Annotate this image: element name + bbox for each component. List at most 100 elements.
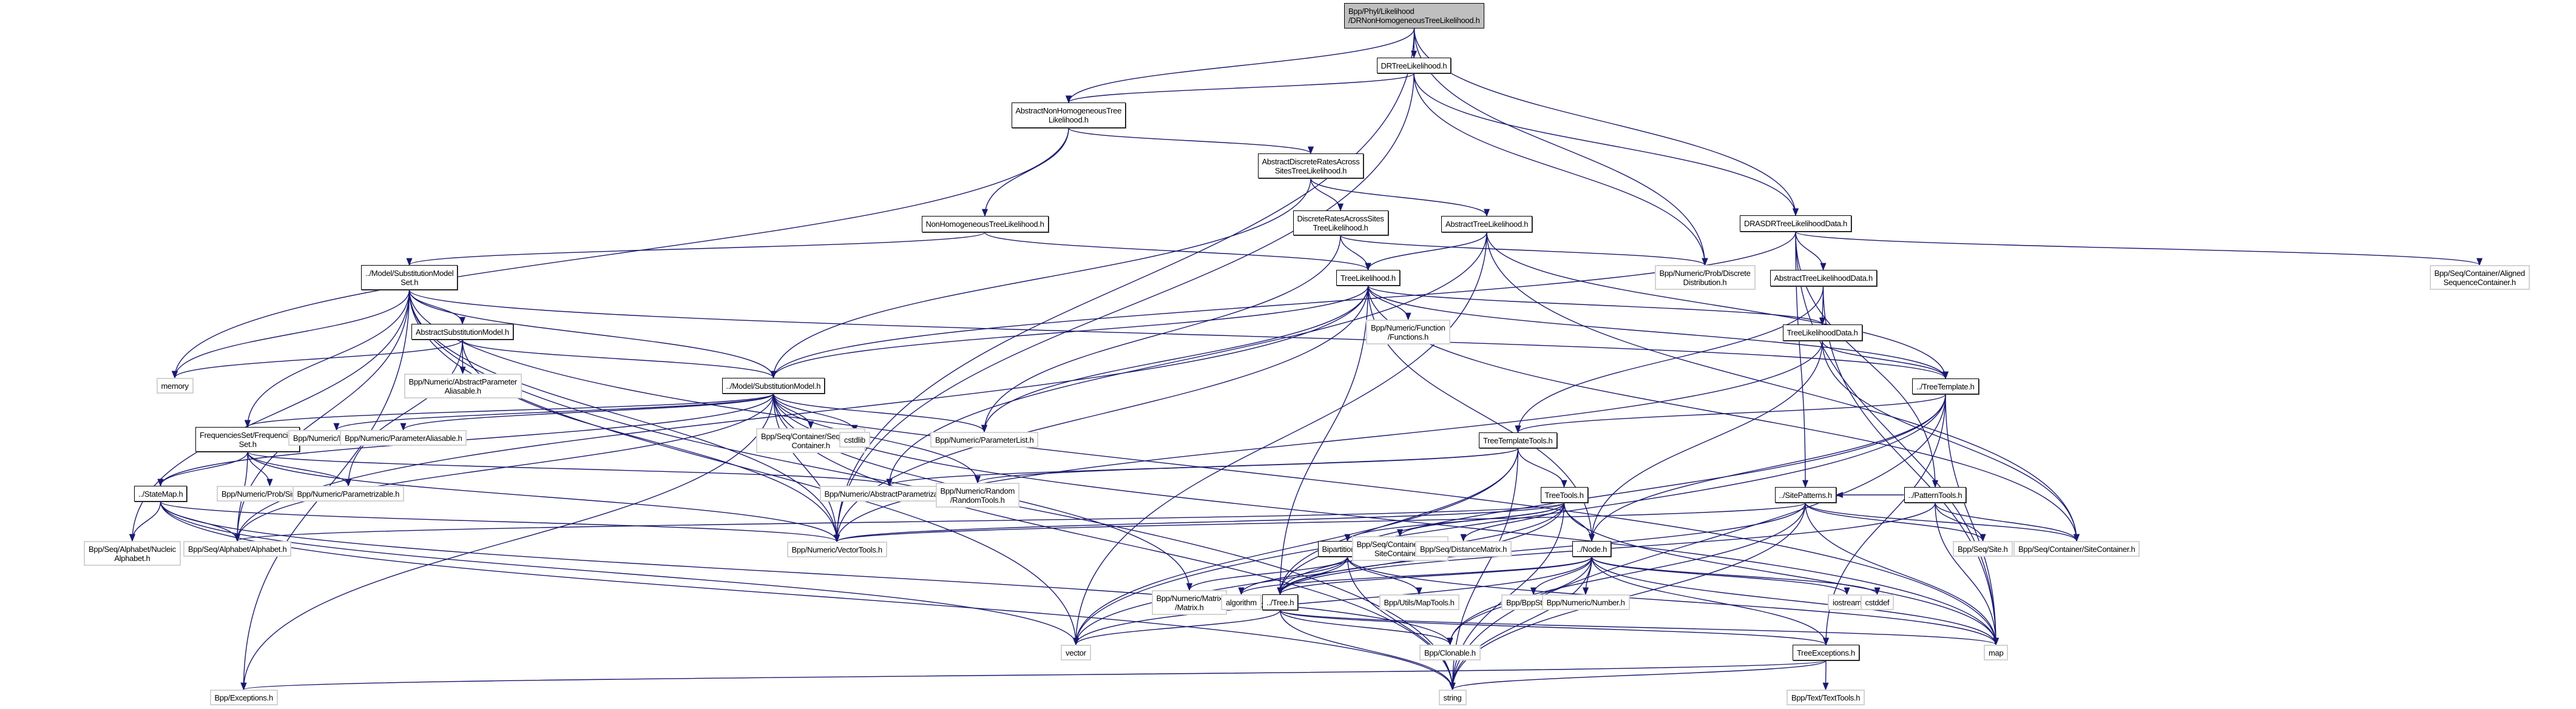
graph-node-ttt[interactable]: TreeTemplateTools.h: [1479, 432, 1557, 448]
edge-adrastl-to-atl: [1310, 178, 1490, 217]
graph-node-sitecontainer: Bpp/Seq/Container/SiteContainer.h: [2013, 541, 2140, 557]
edge-sm-to-vectortools: [772, 393, 840, 543]
edge-root-to-drasdrtld: [1413, 28, 1799, 217]
edge-node-to-bppstring: [1530, 556, 1592, 596]
graph-node-drasdrtld[interactable]: DRASDRTreeLikelihoodData.h: [1740, 215, 1851, 232]
edge-atl-to-vector: [1072, 232, 1487, 646]
edge-tld-to-node: [1588, 340, 1823, 542]
graph-node-clonable: Bpp/Clonable.h: [1419, 645, 1481, 660]
graph-node-node[interactable]: ../Node.h: [1572, 541, 1612, 557]
edge-bipartition-to-maptools: [1347, 556, 1422, 596]
edge-drtl-to-drasdrtld: [1413, 73, 1799, 217]
graph-node-nhtl[interactable]: NonHomogeneousTreeLikelihood.h: [921, 216, 1049, 232]
edge-drasdrtld-to-atld: [1795, 231, 1827, 271]
graph-node-patterntools[interactable]: ../PatternTools.h: [1904, 487, 1967, 503]
edge-tld-to-vectortools: [834, 340, 1823, 543]
edge-treetemplate-to-vector: [1073, 394, 1946, 646]
edge-tld-to-treetemplate: [1822, 340, 1949, 380]
edge-anhtl-to-nhtl: [981, 127, 1069, 217]
edge-tree-to-clonable: [1279, 610, 1453, 646]
edge-sm-to-paramalias: [400, 393, 774, 431]
graph-node-treetemplate[interactable]: ../TreeTemplate.h: [1912, 378, 1979, 394]
graph-node-tld[interactable]: TreeLikelihoodData.h: [1782, 324, 1862, 341]
graph-node-paramlist: Bpp/Numeric/ParameterList.h: [930, 432, 1039, 448]
graph-node-atl[interactable]: AbstractTreeLikelihood.h: [1441, 216, 1533, 232]
graph-node-functions: Bpp/Numeric/Function /Functions.h: [1366, 320, 1450, 344]
graph-node-parametrizable: Bpp/Numeric/Parametrizable.h: [292, 486, 405, 502]
edge-sitepatterns-to-sitecontainer: [1805, 502, 2080, 542]
edge-tl-to-paramlist: [981, 285, 1369, 433]
edge-sm-to-fset: [245, 393, 774, 428]
graph-node-smset[interactable]: ../Model/SubstitutionModel Set.h: [361, 265, 458, 290]
edge-atld-to-map: [1822, 286, 2000, 646]
edge-asm-to-parametrizable: [345, 339, 463, 487]
graph-node-exceptions: Bpp/Exceptions.h: [209, 690, 278, 705]
graph-node-asm[interactable]: AbstractSubstitutionModel.h: [411, 324, 513, 340]
edge-drastl-to-discdist: [1340, 235, 1708, 266]
graph-node-adrastl[interactable]: AbstractDiscreteRatesAcross SitesTreeLik…: [1257, 153, 1364, 178]
graph-node-algorithm: algorithm: [1221, 594, 1262, 610]
edge-patterntools-to-map: [1935, 502, 2000, 646]
graph-node-statemap[interactable]: ../StateMap.h: [134, 486, 188, 502]
graph-node-treeexc[interactable]: TreeExceptions.h: [1793, 645, 1859, 660]
graph-node-memory: memory: [156, 378, 194, 394]
edge-patterntools-to-site: [1935, 502, 1986, 542]
edge-treetemplate-to-map: [1945, 394, 2000, 646]
edge-nhtl-to-smset: [406, 232, 985, 266]
edge-tl-to-vectortools: [834, 285, 1369, 543]
graph-node-sitepatterns[interactable]: ../SitePatterns.h: [1774, 487, 1836, 503]
edge-smset-to-treetemplate: [408, 289, 1949, 380]
graph-node-nucleic: Bpp/Seq/Alphabet/Nucleic Alphabet.h: [84, 541, 181, 566]
graph-node-discdist: Bpp/Numeric/Prob/Discrete Distribution.h: [1654, 265, 1756, 290]
graph-node-cstdlib: cstdlib: [839, 432, 870, 448]
graph-node-atld[interactable]: AbstractTreeLikelihoodData.h: [1770, 270, 1877, 286]
graph-node-tree[interactable]: ../Tree.h: [1262, 594, 1299, 610]
edge-fset-to-statemap: [157, 451, 248, 487]
edge-treeexc-to-texttools: [1822, 660, 1829, 691]
edge-node-to-string: [1449, 556, 1592, 691]
graph-node-texttools: Bpp/Text/TextTools.h: [1787, 690, 1865, 705]
graph-node-treetools[interactable]: TreeTools.h: [1540, 487, 1588, 503]
edge-sitepatterns-to-map: [1805, 502, 2000, 646]
edge-node-to-iostream: [1591, 556, 1850, 596]
graph-node-fset[interactable]: FrequenciesSet/Frequencies Set.h: [195, 427, 300, 452]
graph-node-paramalias: Bpp/Numeric/ParameterAliasable.h: [340, 430, 467, 446]
graph-node-drtl[interactable]: DRTreeLikelihood.h: [1376, 58, 1452, 73]
graph-node-sm[interactable]: ../Model/SubstitutionModel.h: [722, 378, 825, 394]
edge-drastl-to-tl: [1340, 235, 1371, 271]
edge-sm-to-paramlist: [772, 393, 987, 433]
graph-node-anhtl[interactable]: AbstractNonHomogeneousTree Likelihood.h: [1011, 102, 1126, 128]
edge-treetools-to-vectortools: [834, 502, 1565, 543]
graph-node-distmatrix: Bpp/Seq/DistanceMatrix.h: [1415, 541, 1512, 557]
edge-bipartition-to-map: [1347, 556, 1999, 646]
edge-fset-to-absparam: [247, 451, 893, 487]
edge-tree-to-string: [1279, 610, 1456, 691]
edge-fset-to-vectortools: [247, 451, 840, 543]
edge-smset-to-memory: [172, 289, 410, 379]
edge-tl-to-tld: [1367, 285, 1825, 326]
edge-tl-to-functions: [1367, 285, 1411, 321]
edge-treetemplate-to-node: [1589, 394, 1946, 542]
edge-tree-to-treeexc: [1279, 610, 1829, 646]
edge-sitepatterns-to-clonable: [1447, 502, 1806, 646]
edge-drtl-to-vectortools: [833, 73, 1415, 543]
edge-treetools-to-vsc: [1397, 502, 1565, 537]
edge-statemap-to-vectortools: [160, 501, 840, 543]
graph-node-apa: Bpp/Numeric/AbstractParameter Aliasable.…: [404, 374, 522, 398]
edge-sitepatterns-to-tree: [1277, 502, 1806, 596]
graph-node-root[interactable]: Bpp/Phyl/Likelihood /DRNonHomogeneousTre…: [1344, 3, 1484, 29]
edge-asm-to-sm: [462, 339, 777, 379]
graph-node-tl[interactable]: TreeLikelihood.h: [1336, 270, 1400, 286]
edge-root-to-vectortools: [833, 28, 1415, 543]
edge-fset-to-parametrizable: [247, 451, 351, 487]
edge-drasdrtld-to-map: [1795, 231, 2000, 646]
edge-tld-to-sitecontainer: [1822, 340, 2080, 542]
graph-node-drastl[interactable]: DiscreteRatesAcrossSites TreeLikelihood.…: [1293, 210, 1388, 235]
edge-tl-to-tree: [1277, 285, 1369, 596]
graph-node-site: Bpp/Seq/Site.h: [1953, 541, 2013, 557]
edge-smset-to-vector: [408, 289, 1079, 646]
edge-treeexc-to-string: [1449, 660, 1827, 691]
edge-atl-to-treetemplate: [1486, 232, 1949, 380]
edge-statemap-to-vector: [160, 501, 1079, 646]
